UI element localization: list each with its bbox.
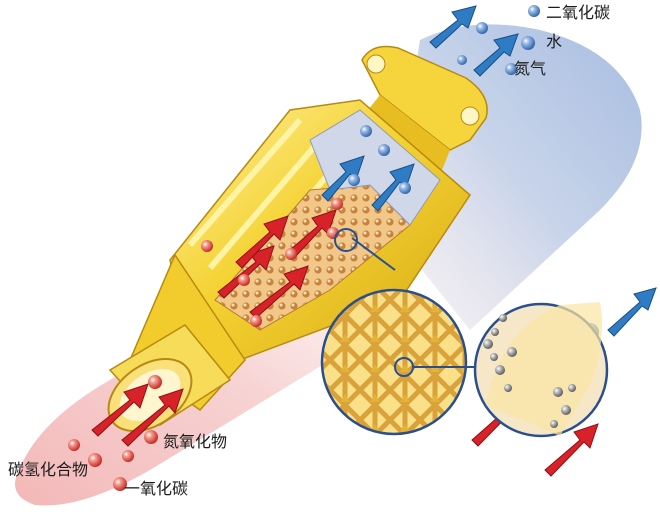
gray-molecule-icon [483, 314, 576, 428]
label-nitrogen: 氮气 [514, 59, 547, 78]
magnified-cell-wall [320, 228, 486, 436]
label-hydrocarbons: 碳氢化合物 [8, 460, 89, 479]
label-water: 水 [546, 32, 563, 51]
magnified-catalyst-surface [473, 302, 609, 438]
label-nitrogen-oxides: 氮氧化物 [163, 432, 228, 451]
label-carbon-monoxide: 一氧化碳 [124, 479, 189, 498]
label-carbon-dioxide: 二氧化碳 [546, 3, 611, 22]
blue-arrow-icon [321, 5, 657, 337]
